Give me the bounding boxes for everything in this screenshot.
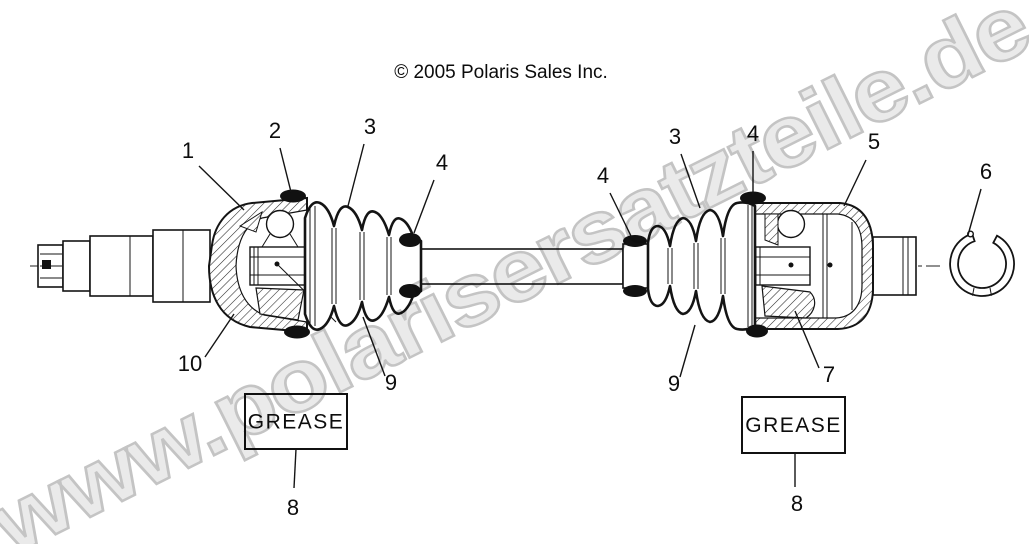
clamp-2-bottom [284,325,310,339]
callout-leader-3 [680,153,701,209]
callout-leader-6 [967,188,982,236]
callout-leader-9 [362,316,386,377]
clamp-2-top [280,189,306,203]
grease-layer: GREASE 8 GREASE 8 [244,393,846,520]
callout-label-5: 5 [868,129,880,154]
clamp-4-right-top [740,191,766,205]
callout-label-4: 4 [747,121,759,146]
output-stub-shaft [872,236,917,296]
interconnecting-shaft [417,243,650,289]
callout-leader-9 [679,324,696,378]
grease-box-2 [741,396,846,454]
callout-leader-4 [609,192,633,239]
outer-cv-joint [207,196,337,334]
callout-leader-7 [794,310,820,369]
callout-label-10: 10 [178,351,202,376]
callout-label-9: 9 [385,370,397,395]
clamp-4-mid-top [623,235,647,247]
callout-label-3: 3 [364,114,376,139]
callout-leader-3 [347,143,365,207]
left-stub-shaft [37,229,211,303]
clamp-4-left-bottom [399,284,421,298]
callout-leader-4 [413,179,435,234]
inner-cv-joint [740,202,874,330]
callouts-layer: 1 2 3 4 4 3 4 5 6 10 9 9 7 [178,114,992,396]
boot-clamps [280,189,768,339]
grease-box-label-1: GREASE [248,411,345,434]
grease-leader-1 [293,448,297,489]
callout-leader-10 [204,313,235,358]
callout-label-1: 1 [182,138,194,163]
left-cv-boot [303,201,423,331]
callout-label-3: 3 [669,124,681,149]
snap-ring [949,230,1015,297]
right-cv-boot [646,201,757,331]
callout-label-9: 9 [668,371,680,396]
callout-label-4: 4 [597,163,609,188]
clamp-4-left-top [399,233,421,247]
copyright-text: © 2005 Polaris Sales Inc. [394,62,608,83]
grease-box-label-2: GREASE [745,414,842,437]
callout-label-7: 7 [823,362,835,387]
callout-label-8-2: 8 [791,491,803,516]
grease-box-1 [244,393,348,450]
callout-leader-2 [279,147,292,193]
clamp-4-right-bottom [746,324,768,338]
callout-label-6: 6 [980,159,992,184]
callout-label-8-1: 8 [287,495,299,520]
callout-label-2: 2 [269,118,281,143]
clamp-4-mid-bottom [623,285,647,297]
callout-leader-1 [198,165,245,211]
callout-leader-5 [843,159,867,207]
callout-label-4: 4 [436,150,448,175]
